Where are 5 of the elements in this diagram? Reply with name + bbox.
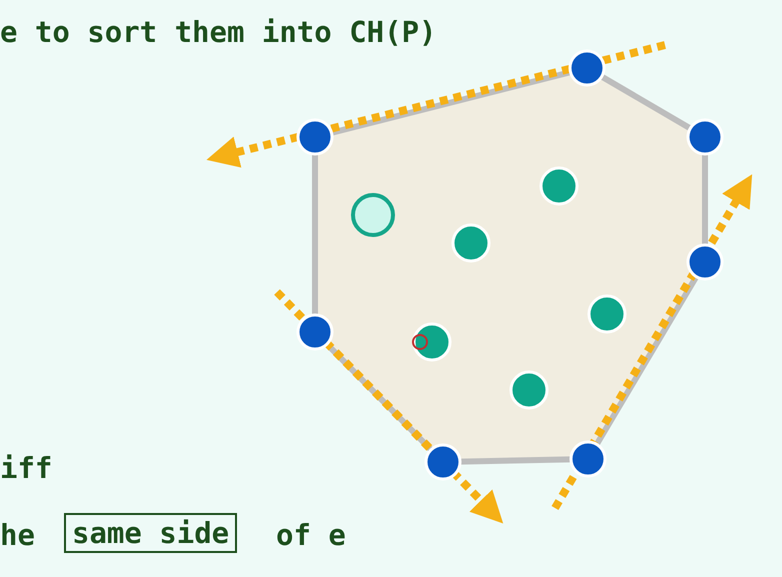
sentence-text: of e bbox=[276, 517, 346, 553]
heading-text: e to sort them into CH(P) bbox=[0, 14, 436, 50]
condition-text: iff bbox=[0, 450, 52, 486]
sentence-text: he bbox=[0, 517, 35, 553]
boxed-term: same side bbox=[64, 513, 238, 553]
